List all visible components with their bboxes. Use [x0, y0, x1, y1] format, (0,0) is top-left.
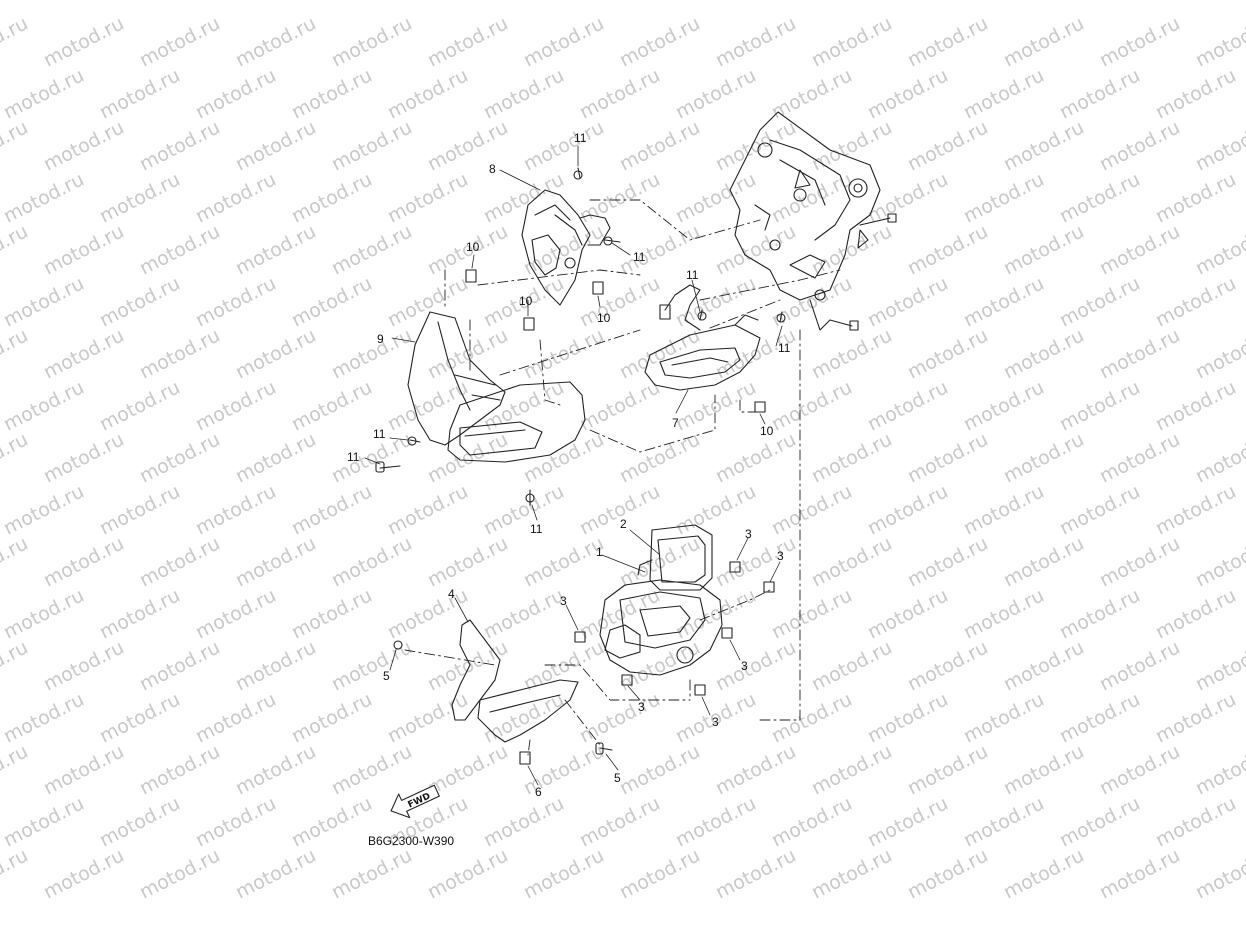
callout-3a: 3: [745, 527, 752, 541]
wire-harness: [659, 284, 701, 331]
callout-11c: 11: [686, 268, 699, 282]
callout-11a: 11: [574, 131, 587, 145]
callout-7: 7: [672, 416, 679, 430]
callout-10d: 10: [760, 424, 774, 438]
part-1-light-unit: [599, 579, 723, 676]
part-8-bracket: [521, 189, 611, 306]
part-7-headlight: [644, 314, 761, 391]
callout-11e: 11: [373, 427, 386, 441]
callout-6: 6: [535, 785, 542, 799]
frame-bolts: [829, 213, 897, 331]
diagram-code: B6G2300-W390: [368, 834, 455, 848]
callout-8: 8: [489, 162, 496, 176]
callout-5b: 5: [614, 771, 621, 785]
frame-bracket: [729, 111, 881, 331]
assembly-lines: [404, 199, 841, 756]
callout-3f: 3: [712, 715, 719, 729]
callout-2: 2: [620, 517, 627, 531]
part-2-module: [637, 524, 713, 591]
callout-10c: 10: [597, 311, 611, 325]
callout-3e: 3: [638, 700, 645, 714]
callout-11g: 11: [530, 522, 543, 536]
screws: [375, 167, 786, 765]
callout-10a: 10: [466, 240, 480, 254]
part-4-cover: [451, 619, 579, 743]
callout-11f: 11: [347, 450, 360, 464]
callout-3c: 3: [560, 594, 567, 608]
callout-3d: 3: [741, 659, 748, 673]
callout-11b: 11: [633, 250, 646, 264]
callout-5a: 5: [383, 669, 390, 683]
callout-10b: 10: [519, 294, 533, 308]
callout-3b: 3: [777, 549, 784, 563]
callout-9: 9: [377, 332, 384, 346]
fwd-arrow-icon: FWD: [390, 784, 440, 819]
headlight-lens: [447, 381, 586, 463]
callout-11d: 11: [778, 341, 791, 355]
callout-1: 1: [596, 545, 603, 559]
callout-4: 4: [448, 587, 455, 601]
clip-nuts: [465, 269, 775, 696]
leader-lines: [364, 145, 783, 786]
